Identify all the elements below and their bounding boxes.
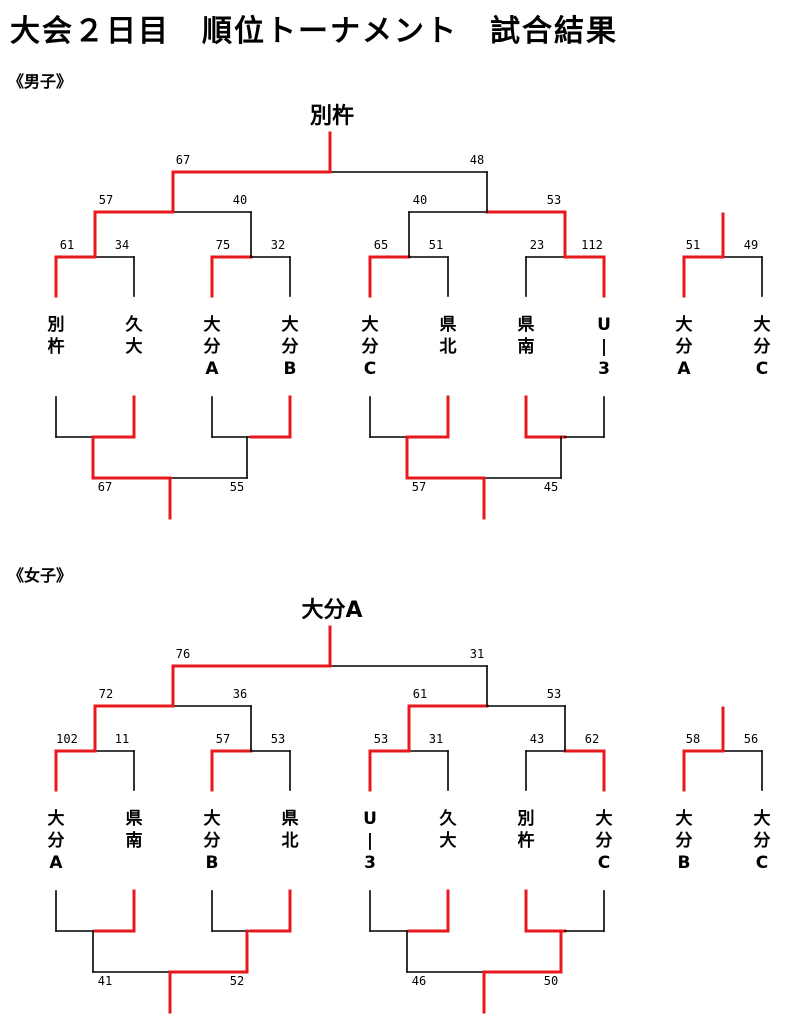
score-label: 72	[99, 687, 113, 701]
team-name-char: 久	[126, 314, 143, 335]
team-name-char: C	[598, 853, 610, 873]
score-label: 41	[98, 974, 112, 988]
score-label: 56	[744, 732, 758, 746]
score-label: 53	[547, 687, 561, 701]
score-label: 40	[233, 193, 247, 207]
team-name-char: 分	[676, 831, 693, 851]
champion-girls: 大分A	[301, 598, 363, 623]
score-label: 51	[429, 238, 443, 252]
team-name-char: 3	[598, 359, 610, 379]
team-name-char: 分	[676, 337, 693, 357]
team-name-char: 大	[126, 336, 143, 357]
team-name-char: 大	[676, 314, 693, 335]
score-label: 31	[470, 647, 484, 661]
team-name-char: B	[678, 853, 691, 873]
team-name-char: 分	[48, 831, 65, 851]
section-label-girls: 《女子》	[8, 566, 73, 585]
score-label: 61	[413, 687, 427, 701]
score-label: 43	[530, 732, 544, 746]
score-label: 46	[412, 974, 426, 988]
champion-boys: 別杵	[309, 104, 355, 129]
score-label: 102	[56, 732, 78, 746]
team-name-char: C	[756, 359, 768, 379]
score-label: 51	[686, 238, 700, 252]
score-label: 40	[413, 193, 427, 207]
team-name-char: 大	[282, 314, 299, 335]
team-name-char: 別	[517, 809, 535, 829]
team-name-char: 南	[126, 830, 143, 851]
team-name-char: C	[756, 853, 768, 873]
team-name-char: 県	[282, 809, 299, 829]
team-name-char: 県	[126, 809, 143, 829]
score-label: 23	[530, 238, 544, 252]
score-label: 75	[216, 238, 230, 252]
team-name-char: 杵	[48, 336, 65, 357]
score-label: 49	[744, 238, 758, 252]
team-name-char: 大	[48, 808, 65, 829]
score-label: 50	[544, 974, 558, 988]
score-label: 65	[374, 238, 388, 252]
team-name-char: 大	[204, 314, 221, 335]
score-label: 32	[271, 238, 285, 252]
team-name-char: U	[363, 809, 377, 829]
team-name-char: 分	[204, 337, 221, 357]
team-name-char: A	[205, 359, 219, 379]
team-name-char: |	[367, 831, 373, 851]
team-name-char: 杵	[518, 830, 535, 851]
score-label: 57	[99, 193, 113, 207]
score-label: 57	[412, 480, 426, 494]
score-label: 61	[60, 238, 74, 252]
score-label: 48	[470, 153, 484, 167]
team-name-char: 分	[596, 831, 613, 851]
section-label-boys: 《男子》	[8, 72, 73, 91]
score-label: 55	[230, 480, 244, 494]
team-name-char: 大	[754, 808, 771, 829]
team-name-char: 大	[596, 808, 613, 829]
team-name-char: 大	[204, 808, 221, 829]
team-name-char: 県	[440, 315, 457, 335]
score-label: 34	[115, 238, 129, 252]
team-name-char: |	[601, 337, 607, 357]
team-name-char: 北	[282, 831, 299, 851]
score-label: 53	[374, 732, 388, 746]
score-label: 112	[581, 238, 603, 252]
team-name-char: 分	[754, 831, 771, 851]
score-label: 52	[230, 974, 244, 988]
team-name-char: 大	[676, 808, 693, 829]
team-name-char: U	[597, 315, 611, 335]
team-name-char: 分	[282, 337, 299, 357]
score-label: 53	[271, 732, 285, 746]
team-name-char: 大	[440, 830, 457, 851]
score-label: 45	[544, 480, 558, 494]
team-name-char: 大	[754, 314, 771, 335]
score-label: 53	[547, 193, 561, 207]
team-name-char: 北	[440, 337, 457, 357]
score-label: 11	[115, 732, 129, 746]
score-label: 31	[429, 732, 443, 746]
team-name-char: C	[364, 359, 376, 379]
team-name-char: A	[677, 359, 691, 379]
team-name-char: 3	[364, 853, 376, 873]
score-label: 67	[176, 153, 190, 167]
team-name-char: 分	[204, 831, 221, 851]
team-name-char: B	[206, 853, 219, 873]
team-name-char: 大	[362, 314, 379, 335]
score-label: 36	[233, 687, 247, 701]
page-title: 大会２日目 順位トーナメント 試合結果	[10, 14, 618, 49]
team-name-char: 分	[754, 337, 771, 357]
team-name-char: B	[284, 359, 297, 379]
team-name-char: A	[49, 853, 63, 873]
score-label: 67	[98, 480, 112, 494]
team-name-char: 分	[362, 337, 379, 357]
score-label: 57	[216, 732, 230, 746]
team-name-char: 県	[518, 315, 535, 335]
score-label: 62	[585, 732, 599, 746]
score-label: 76	[176, 647, 190, 661]
team-name-char: 久	[440, 808, 457, 829]
team-name-char: 南	[518, 336, 535, 357]
score-label: 58	[686, 732, 700, 746]
team-name-char: 別	[47, 315, 65, 335]
